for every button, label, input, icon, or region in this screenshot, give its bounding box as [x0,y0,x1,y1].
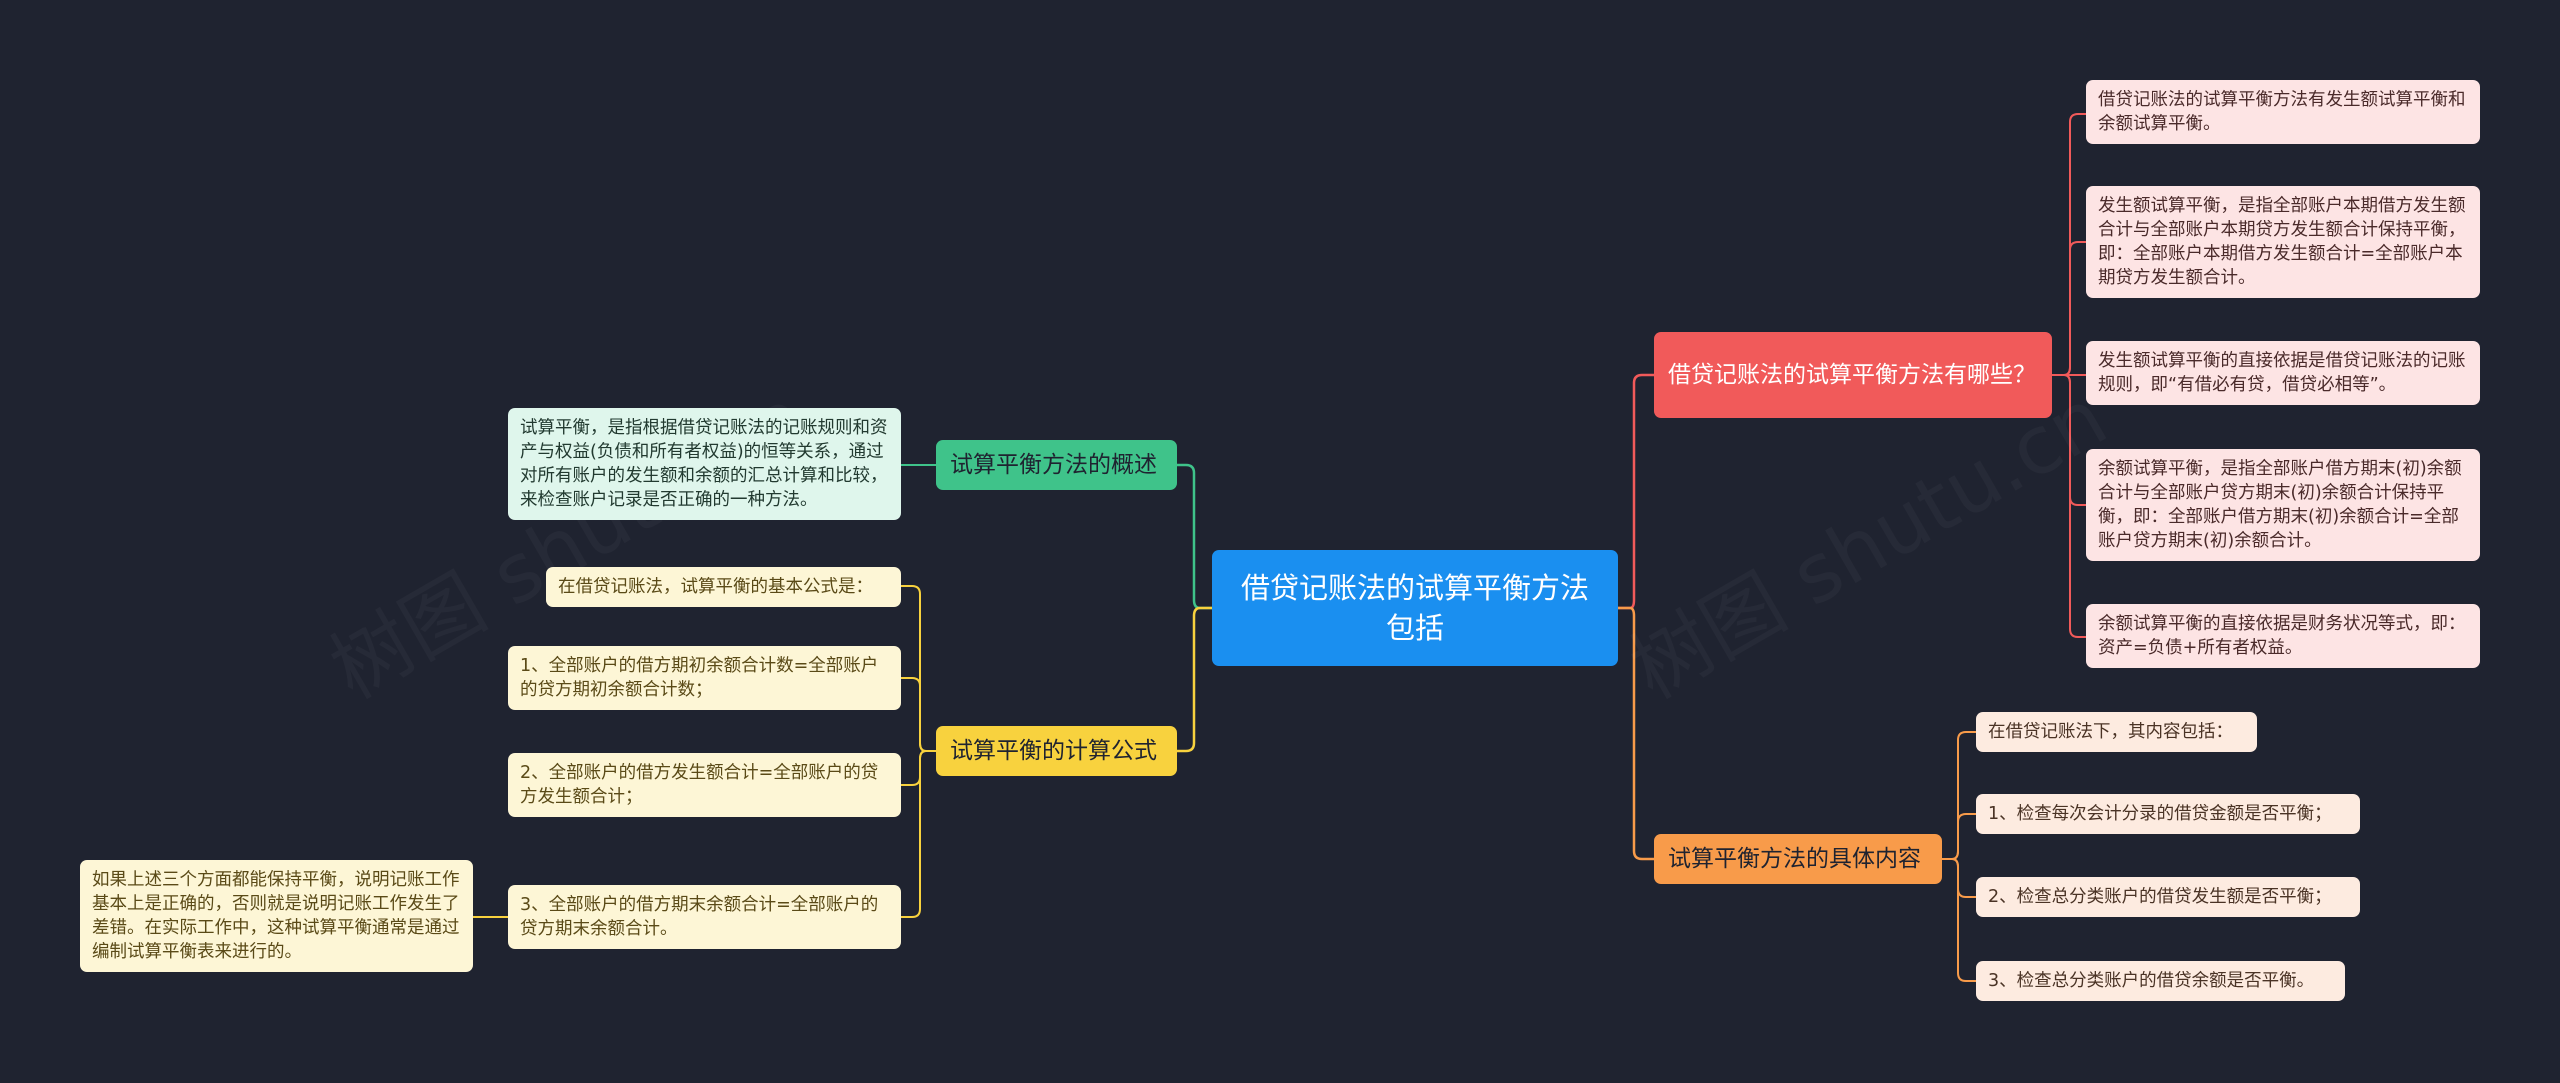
formula-leaf-2[interactable]: 1、全部账户的借方期初余额合计数=全部账户的贷方期初余额合计数； [508,646,901,710]
content-leaf-1[interactable]: 在借贷记账法下，其内容包括： [1976,712,2257,752]
link-root-overview [1177,463,1212,610]
branch-content[interactable]: 试算平衡方法的具体内容 [1654,834,1942,884]
formula-leaf-4[interactable]: 3、全部账户的借方期末余额合计=全部账户的贷方期末余额合计。 [508,885,901,949]
content-leaf-4[interactable]: 3、检查总分类账户的借贷余额是否平衡。 [1976,961,2345,1001]
link-formula-leaf2 [901,677,936,752]
methods-leaf-3[interactable]: 发生额试算平衡的直接依据是借贷记账法的记账规则，即“有借必有贷，借贷必相等”。 [2086,341,2480,405]
link-content-leaf2 [1942,813,1976,860]
link-methods-leaf5 [2052,374,2086,638]
link-content-leaf4 [1942,858,1976,982]
root-topic[interactable]: 借贷记账法的试算平衡方法包括 [1212,550,1618,666]
methods-leaf-2[interactable]: 发生额试算平衡，是指全部账户本期借方发生额合计与全部账户本期贷方发生额合计保持平… [2086,186,2480,298]
link-root-formula [1177,606,1212,753]
branch-overview[interactable]: 试算平衡方法的概述 [936,440,1177,490]
link-formula-leaf4 [901,750,936,918]
link-root-methods [1618,373,1654,610]
formula-leaf-3[interactable]: 2、全部账户的借方发生额合计=全部账户的贷方发生额合计； [508,753,901,817]
methods-leaf-1[interactable]: 借贷记账法的试算平衡方法有发生额试算平衡和余额试算平衡。 [2086,80,2480,144]
link-methods-leaf2 [2052,241,2086,376]
formula-subnote[interactable]: 如果上述三个方面都能保持平衡，说明记账工作基本上是正确的，否则就是说明记账工作发… [80,860,473,972]
formula-leaf-1[interactable]: 在借贷记账法，试算平衡的基本公式是： [546,567,901,607]
methods-leaf-4[interactable]: 余额试算平衡，是指全部账户借方期末(初)余额合计与全部账户贷方期末(初)余额合计… [2086,449,2480,561]
link-root-content [1618,606,1654,861]
link-formula-leaf1 [901,585,936,752]
branch-formula[interactable]: 试算平衡的计算公式 [936,726,1177,776]
content-leaf-2[interactable]: 1、检查每次会计分录的借贷金额是否平衡； [1976,794,2360,834]
content-leaf-3[interactable]: 2、检查总分类账户的借贷发生额是否平衡； [1976,877,2360,917]
overview-leaf-1[interactable]: 试算平衡，是指根据借贷记账法的记账规则和资产与权益(负债和所有者权益)的恒等关系… [508,408,901,520]
branch-methods[interactable]: 借贷记账法的试算平衡方法有哪些？ [1654,332,2052,418]
link-formula-leaf3 [901,750,936,786]
methods-leaf-5[interactable]: 余额试算平衡的直接依据是财务状况等式，即：资产=负债+所有者权益。 [2086,604,2480,668]
